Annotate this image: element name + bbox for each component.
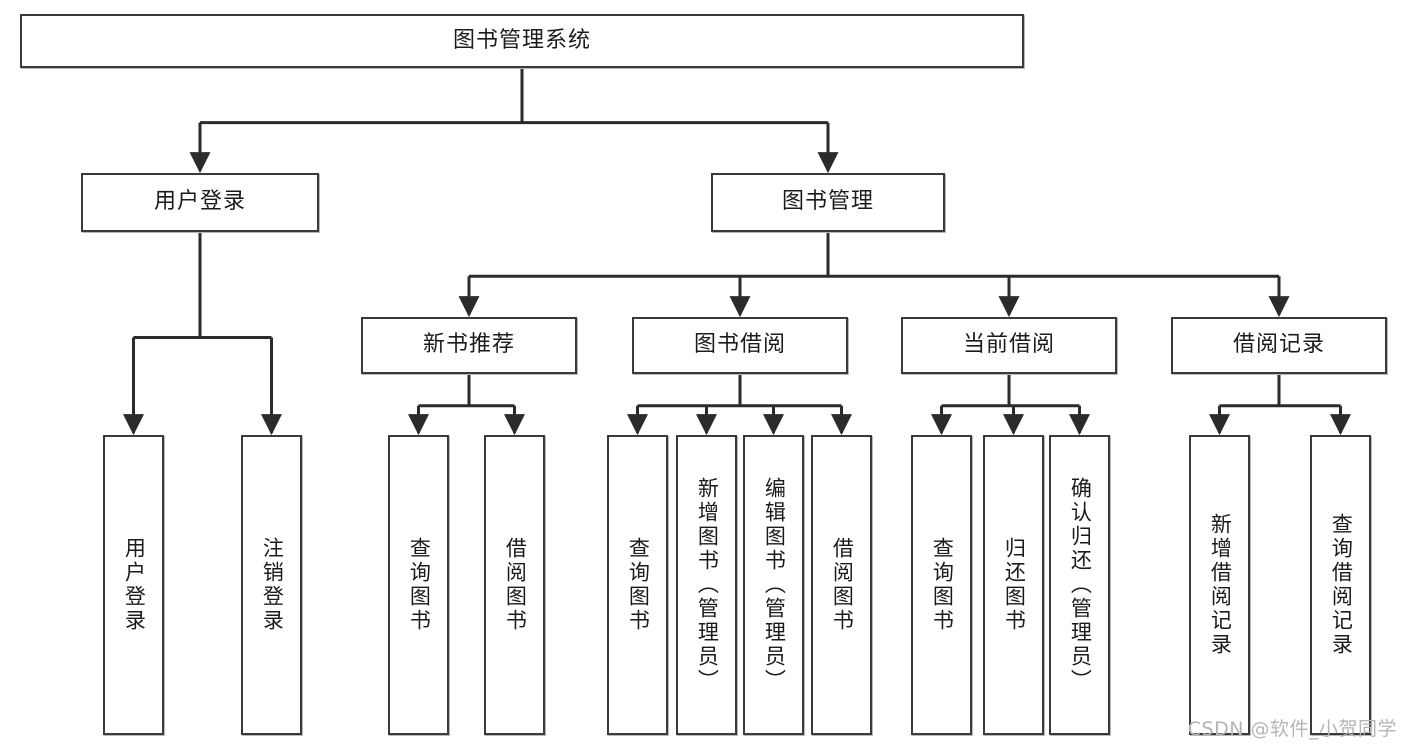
node-book-borrow[interactable]: 图书借阅 bbox=[632, 317, 848, 374]
leaf-query-borrow-record-label: 查询借阅记录 bbox=[1329, 513, 1354, 657]
leaf-query-borrow-record[interactable]: 查询借阅记录 bbox=[1310, 435, 1371, 735]
node-borrow-record[interactable]: 借阅记录 bbox=[1171, 317, 1387, 374]
node-root-label: 图书管理系统 bbox=[452, 27, 591, 53]
leaf-edit-book[interactable]: 编辑图书（管理员） bbox=[743, 435, 804, 735]
leaf-return-book-label: 归还图书 bbox=[1002, 537, 1027, 633]
leaf-add-borrow-record[interactable]: 新增借阅记录 bbox=[1189, 435, 1250, 735]
leaf-query-book-1-label: 查询图书 bbox=[407, 537, 432, 633]
leaf-edit-book-label: 编辑图书（管理员） bbox=[762, 477, 787, 693]
leaf-confirm-return[interactable]: 确认归还（管理员） bbox=[1049, 435, 1110, 735]
leaf-add-book[interactable]: 新增图书（管理员） bbox=[676, 435, 737, 735]
node-current-borrow-label: 当前借阅 bbox=[962, 332, 1055, 358]
leaf-borrow-book-2[interactable]: 借阅图书 bbox=[811, 435, 872, 735]
leaf-query-book-1[interactable]: 查询图书 bbox=[388, 435, 449, 735]
node-user-login-label: 用户登录 bbox=[153, 189, 246, 215]
node-book-manage-label: 图书管理 bbox=[781, 189, 874, 215]
leaf-query-book-3-label: 查询图书 bbox=[930, 537, 955, 633]
watermark: CSDN @软件_小贺同学 bbox=[1187, 718, 1397, 740]
leaf-confirm-return-label: 确认归还（管理员） bbox=[1068, 477, 1093, 693]
node-root[interactable]: 图书管理系统 bbox=[20, 14, 1024, 68]
leaf-logout-label: 注销登录 bbox=[260, 537, 285, 633]
node-current-borrow[interactable]: 当前借阅 bbox=[901, 317, 1117, 374]
leaf-add-book-label: 新增图书（管理员） bbox=[695, 477, 720, 693]
leaf-query-book-3[interactable]: 查询图书 bbox=[911, 435, 972, 735]
leaf-logout[interactable]: 注销登录 bbox=[241, 435, 302, 735]
leaf-user-login-label: 用户登录 bbox=[122, 537, 147, 633]
node-new-book-recommend-label: 新书推荐 bbox=[422, 332, 515, 358]
leaf-query-book-2-label: 查询图书 bbox=[626, 537, 651, 633]
leaf-borrow-book-1-label: 借阅图书 bbox=[503, 537, 528, 633]
leaf-user-login[interactable]: 用户登录 bbox=[103, 435, 164, 735]
leaf-add-borrow-record-label: 新增借阅记录 bbox=[1208, 513, 1233, 657]
leaf-query-book-2[interactable]: 查询图书 bbox=[607, 435, 668, 735]
leaf-borrow-book-2-label: 借阅图书 bbox=[830, 537, 855, 633]
node-user-login[interactable]: 用户登录 bbox=[81, 173, 319, 232]
leaf-borrow-book-1[interactable]: 借阅图书 bbox=[484, 435, 545, 735]
node-new-book-recommend[interactable]: 新书推荐 bbox=[361, 317, 577, 374]
leaf-return-book[interactable]: 归还图书 bbox=[983, 435, 1044, 735]
node-book-manage[interactable]: 图书管理 bbox=[711, 173, 945, 232]
node-book-borrow-label: 图书借阅 bbox=[693, 332, 786, 358]
node-borrow-record-label: 借阅记录 bbox=[1232, 332, 1325, 358]
